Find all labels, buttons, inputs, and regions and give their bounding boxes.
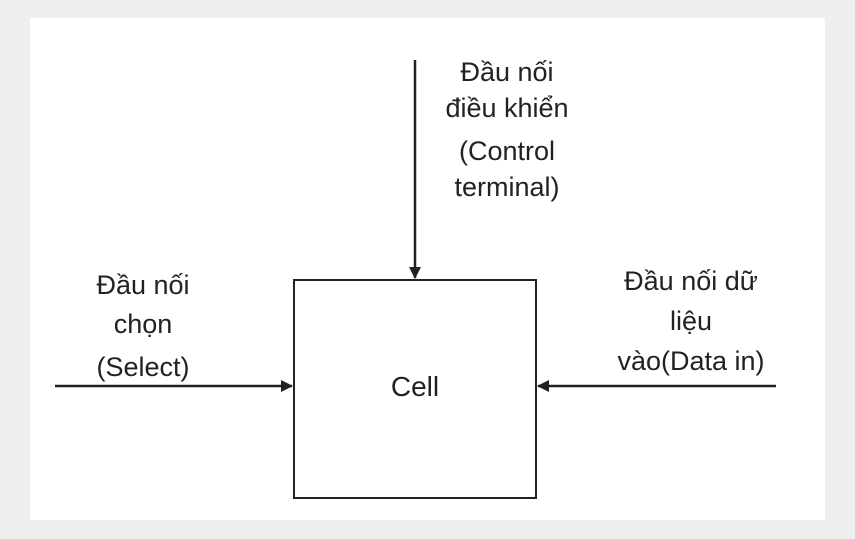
select-terminal-label-line-1: Đầu nối [96,270,189,300]
cell-label: Cell [391,371,439,402]
diagram-canvas [30,18,825,520]
data-in-terminal-label-line-2: liệu [670,306,712,336]
control-terminal-label-line-4: terminal) [454,172,559,202]
control-terminal-label-line-1: Đầu nối [460,57,553,87]
control-terminal-label-line-2: điều khiển [445,93,568,123]
cell-box [293,279,537,499]
data-in-terminal-label-line-3: vào(Data in) [617,346,764,376]
select-terminal-label-line-2: chọn [114,309,173,339]
control-terminal-label-line-3: (Control [459,136,555,166]
data-in-terminal-label-line-1: Đầu nối dữ [624,266,758,296]
select-terminal-label-line-3: (Select) [96,352,189,382]
